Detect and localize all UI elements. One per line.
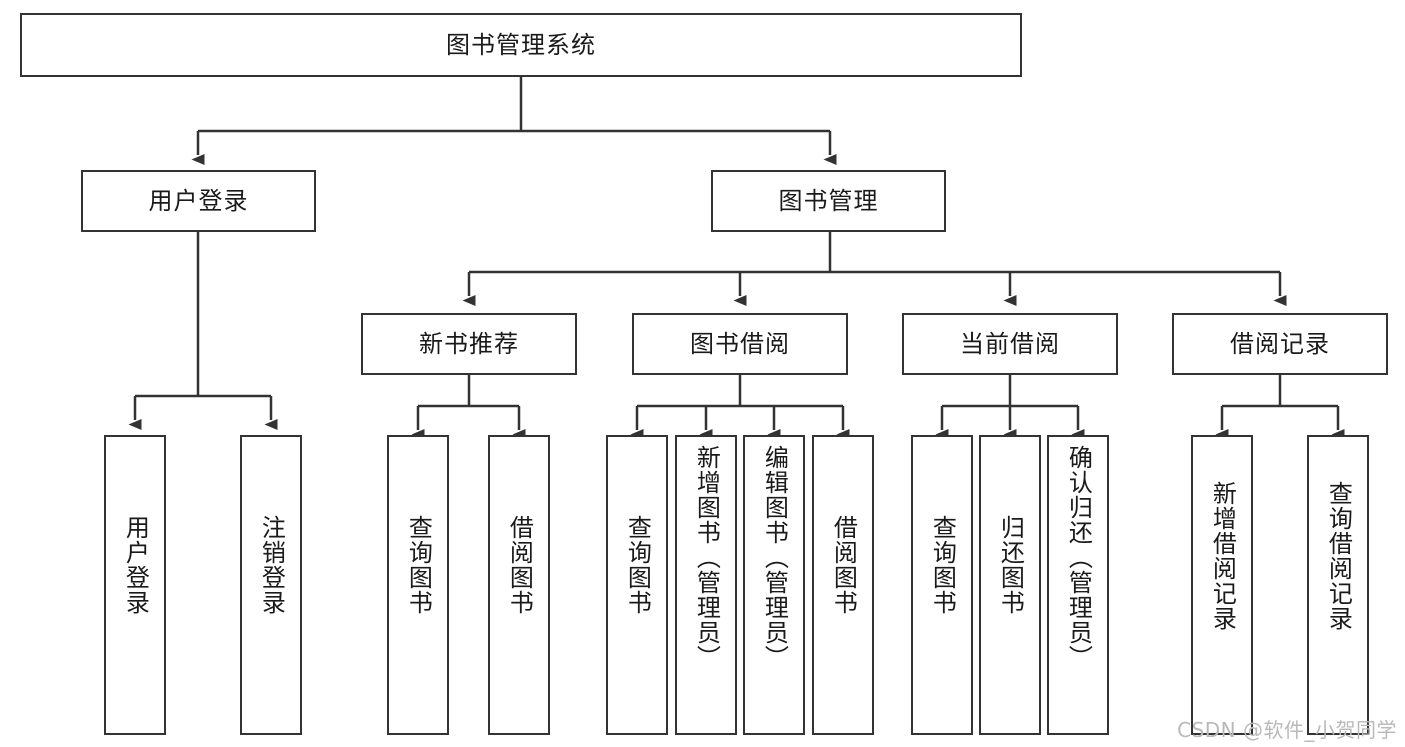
node-label: 图书借阅 <box>690 329 790 358</box>
node-label: 归还图书 <box>996 515 1025 615</box>
leaf-confirm-return[interactable]: 确认归还（管理员） <box>1047 435 1109 735</box>
node-label: 用户登录 <box>121 515 150 615</box>
node-label: 借阅图书 <box>505 515 534 615</box>
node-label: 确认归还（管理员） <box>1064 445 1093 670</box>
node-user-login[interactable]: 用户登录 <box>81 170 316 232</box>
node-book-borrow[interactable]: 图书借阅 <box>632 313 848 375</box>
node-label: 借阅图书 <box>829 515 858 615</box>
leaf-user-login[interactable]: 用户登录 <box>104 435 166 735</box>
leaf-query-book-2[interactable]: 查询图书 <box>606 435 668 735</box>
node-label: 查询图书 <box>623 515 652 615</box>
node-label: 借阅记录 <box>1230 329 1330 358</box>
watermark-text: CSDN @软件_小贺同学 <box>1177 718 1397 742</box>
node-label: 查询图书 <box>404 515 433 615</box>
node-label: 注销登录 <box>257 515 286 615</box>
leaf-query-book-1[interactable]: 查询图书 <box>387 435 449 735</box>
node-book-management[interactable]: 图书管理 <box>711 170 946 232</box>
leaf-borrow-book-2[interactable]: 借阅图书 <box>812 435 874 735</box>
node-borrow-record[interactable]: 借阅记录 <box>1172 313 1388 375</box>
node-label: 图书管理 <box>778 186 879 215</box>
node-label: 用户登录 <box>148 186 249 215</box>
node-label: 新增借阅记录 <box>1208 481 1237 631</box>
leaf-query-book-3[interactable]: 查询图书 <box>911 435 973 735</box>
node-label: 编辑图书（管理员） <box>760 445 789 670</box>
leaf-logout[interactable]: 注销登录 <box>240 435 302 735</box>
node-label: 新书推荐 <box>419 329 519 358</box>
leaf-edit-book[interactable]: 编辑图书（管理员） <box>743 435 805 735</box>
leaf-add-record[interactable]: 新增借阅记录 <box>1191 435 1253 735</box>
node-root-system[interactable]: 图书管理系统 <box>20 13 1022 77</box>
node-new-book-recommend[interactable]: 新书推荐 <box>361 313 577 375</box>
leaf-return-book[interactable]: 归还图书 <box>979 435 1041 735</box>
node-label: 查询图书 <box>928 515 957 615</box>
leaf-query-record[interactable]: 查询借阅记录 <box>1307 435 1369 735</box>
node-label: 新增图书（管理员） <box>692 445 721 670</box>
node-current-borrow[interactable]: 当前借阅 <box>902 313 1118 375</box>
node-label: 当前借阅 <box>960 329 1060 358</box>
node-label: 查询借阅记录 <box>1324 481 1353 631</box>
leaf-borrow-book-1[interactable]: 借阅图书 <box>488 435 550 735</box>
node-label: 图书管理系统 <box>446 30 596 59</box>
leaf-add-book[interactable]: 新增图书（管理员） <box>675 435 737 735</box>
